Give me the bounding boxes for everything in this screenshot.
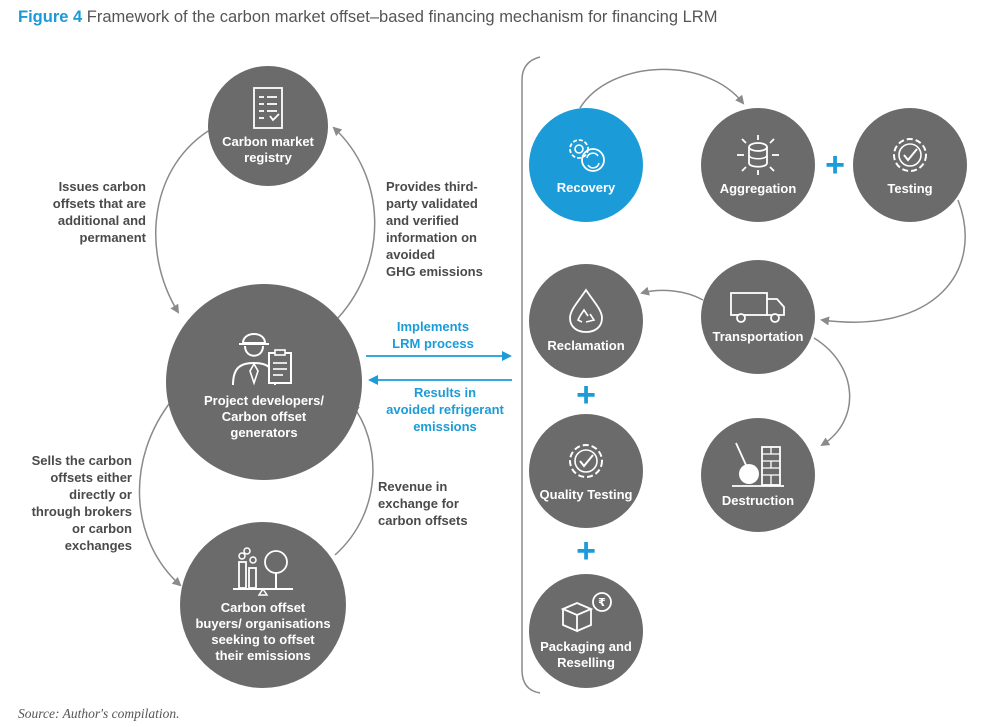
node-carbon-offset-buyers: Carbon offset buyers/ organisations seek…: [180, 522, 346, 688]
database-burst-icon: [737, 135, 779, 175]
figure-title: Figure 4 Framework of the carbon market …: [18, 8, 968, 27]
buyers-label-3: seeking to offset: [211, 632, 315, 647]
node-project-developers: Project developers/ Carbon offset genera…: [166, 284, 362, 480]
wrecking-ball-icon: [732, 442, 784, 487]
note-revenue: Revenue in exchange for carbon offsets: [378, 479, 468, 528]
node-carbon-market-registry: Carbon market registry: [208, 66, 328, 186]
gear-check-icon: [569, 444, 603, 478]
note-provides-information: Provides third- party validated and veri…: [386, 179, 483, 279]
arrow-registry-to-developers: [155, 127, 214, 314]
arrow-developers-to-buyers: [138, 399, 182, 587]
box-rupee-icon: ₹: [560, 592, 612, 633]
arrow-buyers-to-developers: [334, 403, 374, 556]
engineer-icon: [232, 333, 292, 386]
figure-label: Figure 4: [18, 8, 83, 26]
truck-icon: [730, 292, 785, 323]
recycle-drop-icon: [569, 288, 603, 333]
plus-sign-reclamation-quality: +: [576, 376, 596, 414]
node-testing: Testing: [853, 108, 967, 222]
developers-label-3: generators: [230, 425, 298, 440]
source-note: Source: Author's compilation.: [18, 706, 180, 721]
buyers-label-2: buyers/ organisations: [195, 616, 331, 631]
node-reclamation: Reclamation: [529, 264, 643, 378]
quality-testing-label: Quality Testing: [539, 487, 633, 502]
factory-tree-icon: [233, 547, 293, 596]
node-quality-testing: Quality Testing: [529, 414, 643, 528]
gears-cycle-icon: [569, 139, 605, 172]
node-recovery: Recovery: [529, 108, 643, 222]
checklist-icon: [253, 87, 283, 129]
registry-label-2: registry: [244, 150, 292, 165]
buyers-label-1: Carbon offset: [220, 600, 306, 615]
label-results-avoided: Results in avoided refrigerant emissions: [386, 385, 504, 434]
node-aggregation: Aggregation: [701, 108, 815, 222]
packaging-label-1: Packaging and: [540, 639, 632, 654]
plus-sign-quality-packaging: +: [576, 532, 596, 570]
aggregation-label: Aggregation: [719, 181, 797, 196]
note-issues-offsets: Issues carbon offsets that are additiona…: [52, 179, 146, 245]
svg-text:₹: ₹: [598, 596, 606, 609]
arrow-transportation-to-destruction: [813, 337, 851, 447]
arrow-recovery-to-aggregation: [579, 68, 745, 109]
packaging-label-2: Reselling: [557, 655, 615, 670]
transportation-label: Transportation: [712, 329, 804, 344]
gear-check-icon: [893, 138, 927, 172]
arrow-transportation-to-reclamation: [640, 286, 704, 301]
plus-sign-aggregation-testing: +: [825, 146, 845, 184]
recovery-label: Recovery: [556, 180, 616, 195]
node-destruction: Destruction: [701, 418, 815, 532]
registry-label-1: Carbon market: [222, 134, 314, 149]
arrow-developers-to-registry: [332, 126, 376, 319]
developers-label-2: Carbon offset: [221, 409, 307, 424]
node-packaging-reselling: ₹ Packaging and Reselling: [529, 574, 643, 688]
note-sells-offsets: Sells the carbon offsets either directly…: [31, 453, 132, 553]
buyers-label-4: their emissions: [215, 648, 311, 663]
arrow-testing-to-transportation: [820, 199, 966, 326]
label-implements-lrm: Implements LRM process: [392, 319, 474, 351]
testing-label: Testing: [887, 181, 933, 196]
developers-label-1: Project developers/: [204, 393, 324, 408]
reclamation-label: Reclamation: [547, 338, 625, 353]
figure-title-text: Framework of the carbon market offset–ba…: [86, 8, 718, 26]
process-bracket: [521, 56, 541, 694]
destruction-label: Destruction: [721, 493, 795, 508]
node-transportation: Transportation: [701, 260, 815, 374]
